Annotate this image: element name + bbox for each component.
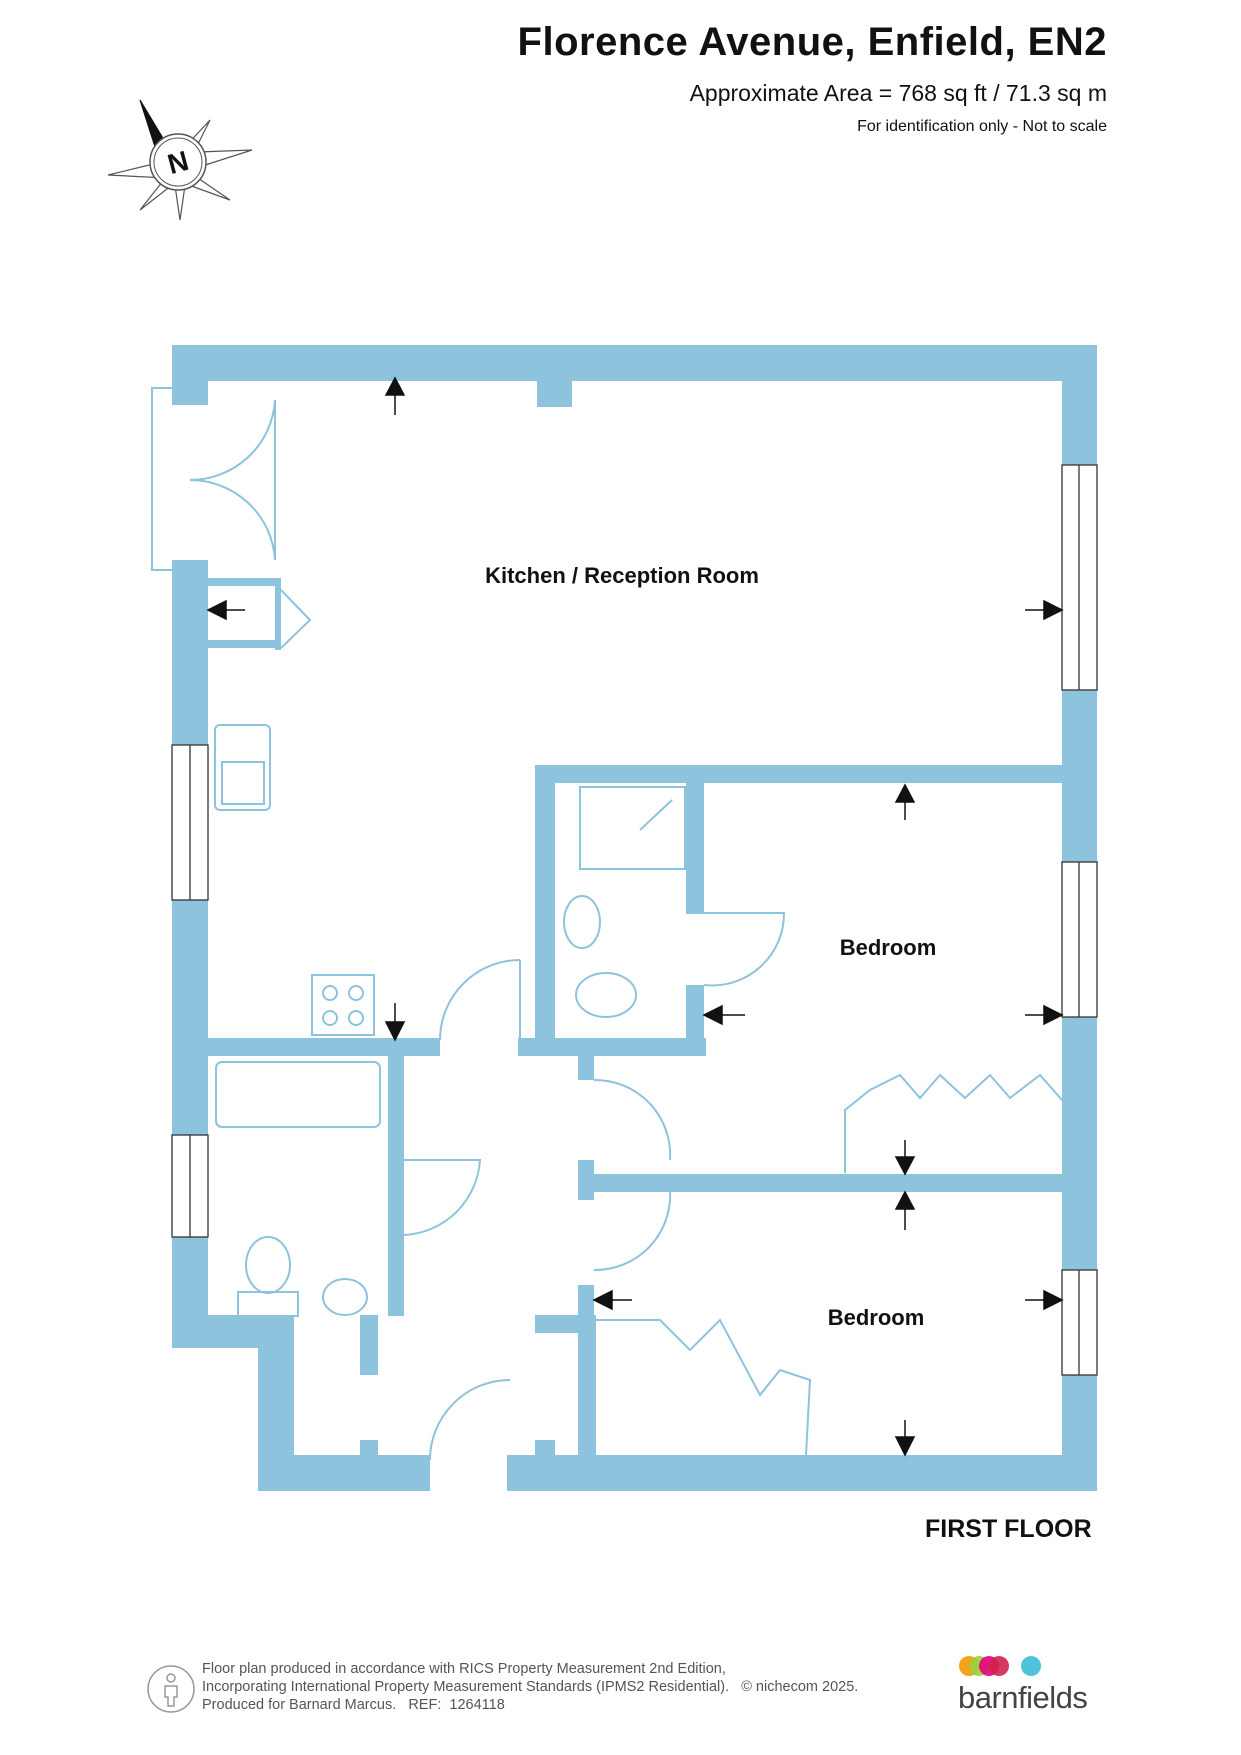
windows <box>171 464 1098 1376</box>
footer-line-2: Incorporating International Property Mea… <box>202 1679 859 1695</box>
fixtures <box>214 724 1063 1456</box>
page-title: Florence Avenue, Enfield, EN2 <box>517 20 1107 64</box>
brand-logo-dots <box>959 1656 1041 1676</box>
dimension-arrows <box>206 376 1064 1457</box>
identification-note: For identification only - Not to scale <box>857 118 1107 135</box>
footer-line-3: Produced for Barnard Marcus. REF: 126411… <box>202 1697 505 1713</box>
copyright: © nichecom 2025. <box>741 1679 859 1695</box>
person-icon <box>147 1665 195 1713</box>
floor-label: FIRST FLOOR <box>925 1515 1092 1543</box>
doors <box>151 387 786 1461</box>
room-label-bedroom-2: Bedroom <box>828 1305 925 1330</box>
room-label-bedroom-1: Bedroom <box>840 935 937 960</box>
brand-name: barnfields <box>958 1680 1088 1715</box>
footer-notes: Floor plan produced in accordance with R… <box>202 1660 858 1714</box>
footer-line-1: Floor plan produced in accordance with R… <box>202 1661 726 1677</box>
approximate-area: Approximate Area = 768 sq ft / 71.3 sq m <box>689 80 1107 106</box>
reference-number: 1264118 <box>449 1697 505 1713</box>
room-label-kitchen-reception: Kitchen / Reception Room <box>485 563 759 588</box>
compass-icon: N <box>107 99 253 221</box>
